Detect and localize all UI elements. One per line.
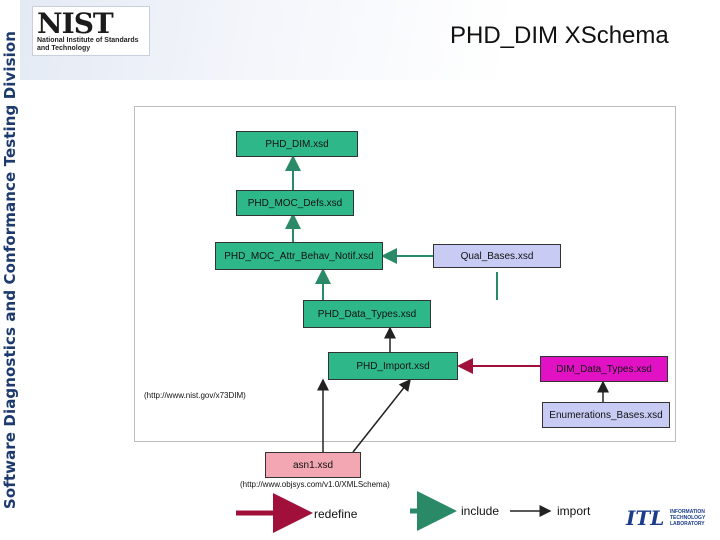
nist-url-label: (http://www.nist.gov/x73DIM) (144, 391, 246, 400)
node-import[interactable]: PHD_Import.xsd (328, 352, 458, 380)
sidebar: Software Diagnostics and Conformance Tes… (0, 0, 20, 540)
node-data-types[interactable]: PHD_Data_Types.xsd (303, 300, 431, 328)
node-qual-bases[interactable]: Qual_Bases.xsd (433, 244, 561, 268)
node-enumerations[interactable]: Enumerations_Bases.xsd (542, 402, 670, 428)
nist-logo-subtitle: National Institute of Standards and Tech… (37, 37, 139, 52)
division-label: Software Diagnostics and Conformance Tes… (1, 30, 19, 510)
legend-import: import (557, 504, 591, 518)
objsys-url-label: (http://www.objsys.com/v1.0/XMLSchema) (240, 480, 390, 489)
itl-logo: ITL INFORMATION TECHNOLOGY LABORATORY (626, 506, 708, 536)
legend-include: include (461, 504, 500, 518)
itl-logo-lines: INFORMATION TECHNOLOGY LABORATORY (670, 509, 706, 527)
header-band: NIST National Institute of Standards and… (20, 0, 720, 80)
node-phd-dim[interactable]: PHD_DIM.xsd (236, 131, 358, 157)
node-asn1[interactable]: asn1.xsd (265, 452, 361, 478)
node-dim-data-types[interactable]: DIM_Data_Types.xsd (540, 356, 668, 382)
page-title: PHD_DIM XSchema (450, 22, 669, 49)
nist-logo: NIST National Institute of Standards and… (32, 6, 150, 56)
node-moc-attr[interactable]: PHD_MOC_Attr_Behav_Notif.xsd (215, 242, 383, 270)
nist-logo-mark: NIST (37, 7, 114, 40)
legend-redefine: redefine (314, 507, 358, 521)
itl-logo-mark: ITL (626, 506, 665, 530)
node-moc-defs[interactable]: PHD_MOC_Defs.xsd (236, 190, 354, 216)
